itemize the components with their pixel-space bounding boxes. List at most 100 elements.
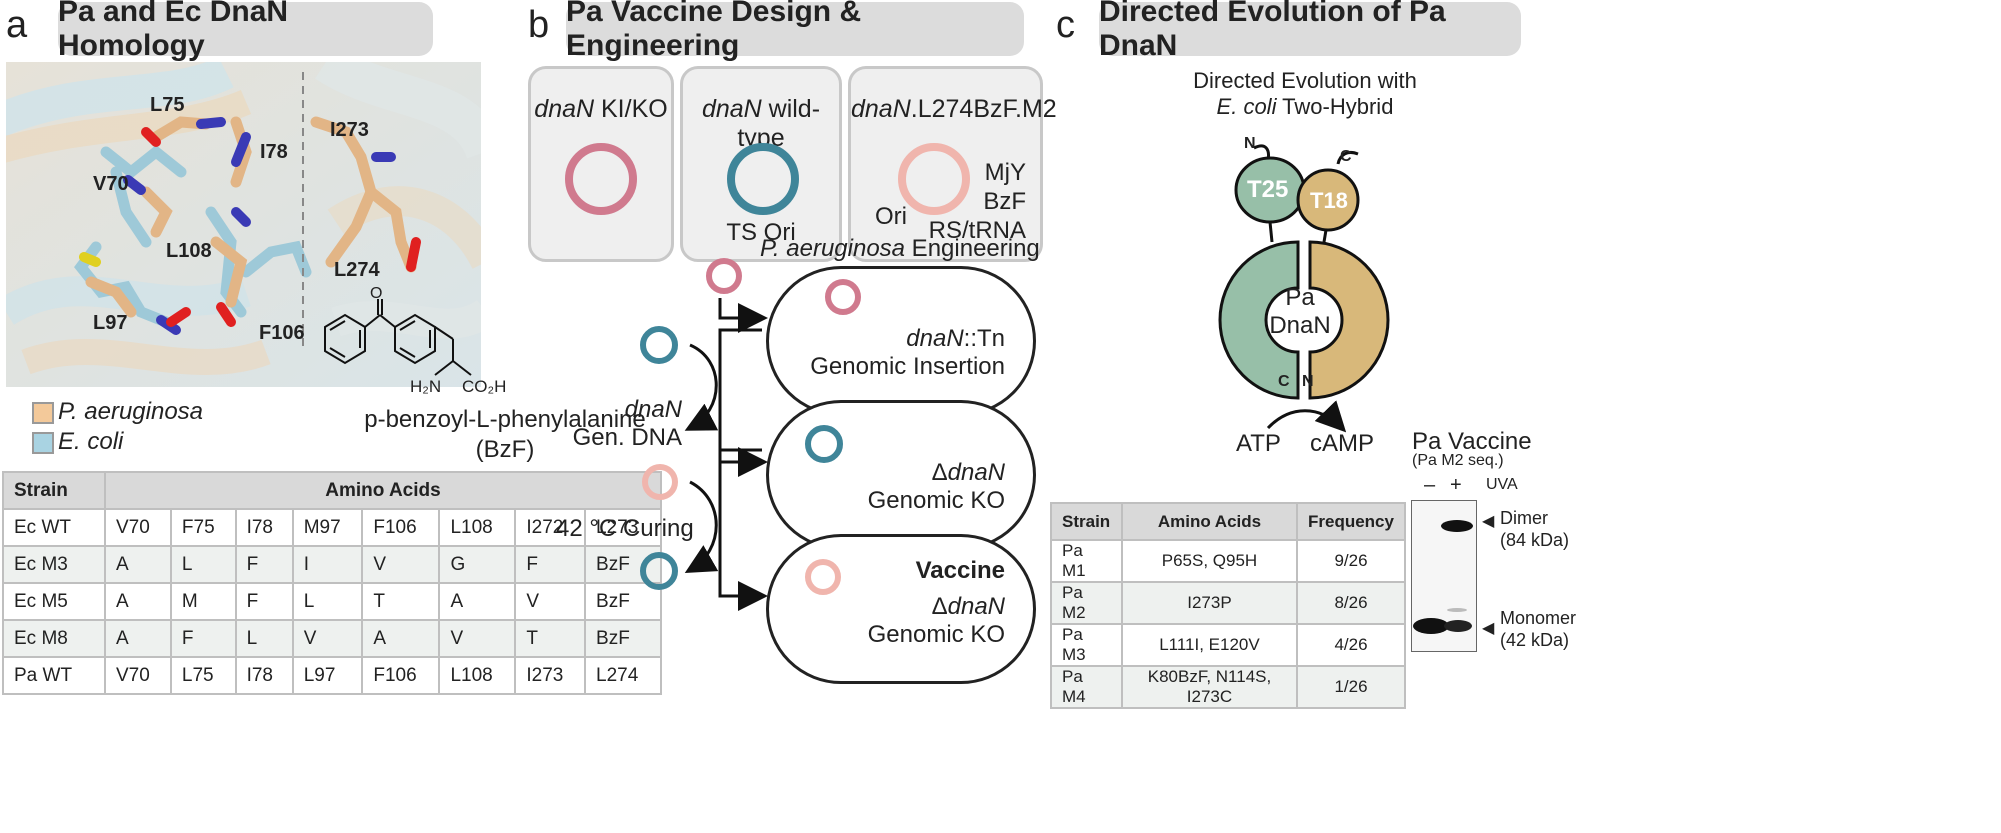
aa-cell: V (438, 619, 517, 658)
aa-cell: I272 (514, 508, 587, 547)
plasmid-mjy-label: RS/tRNA (928, 217, 1026, 244)
n-terminus-label: N (1244, 135, 1256, 152)
aa-cell: V (514, 582, 587, 621)
camp-label: cAMP (1310, 430, 1375, 457)
panel-a-title: Pa and Ec DnaN Homology (58, 0, 433, 62)
center-label: Pa (1285, 284, 1315, 311)
strain-cell: Pa M3 (1050, 623, 1123, 667)
aa-cell: G (438, 545, 517, 584)
dimer-arrow-icon: ◀ (1482, 513, 1495, 530)
bzf-oxygen-label: O (370, 285, 383, 302)
table-header: Amino Acids (104, 471, 662, 510)
plasmid-mjy-label: MjY (984, 159, 1026, 186)
table-row: Pa WT V70 L75 I78 L97 F106 L108 I273 L27… (2, 656, 662, 695)
aa-cell: F (234, 545, 294, 584)
engineering-title-organism: P. aeruginosa (760, 235, 906, 262)
legend-label-pa: P. aeruginosa (58, 398, 204, 425)
table-row: Ec M5 A M F L T A V BzF (2, 582, 662, 621)
residue-label: L108 (166, 240, 212, 262)
aa-cell: A (104, 582, 172, 621)
wild-type-plasmid-icon (640, 552, 678, 590)
plasmid-title: KI/KO (594, 95, 668, 123)
cell-gene-suffix: ::Tn (963, 325, 1005, 352)
legend-swatch-ec (32, 432, 54, 454)
wild-type-plasmid-icon (640, 326, 678, 364)
bzf-structure (305, 285, 505, 405)
monomer-arrow-icon: ◀ (1482, 620, 1495, 637)
cell-description: Genomic KO (867, 487, 1005, 514)
gel-title: Pa Vaccine (1412, 428, 1532, 455)
panel-c-subtitle-2: E. coli Two-Hybrid (1216, 94, 1394, 119)
table-row: Pa M3 L111I, E120V 4/26 (1050, 623, 1406, 667)
n-terminus-label: N (1302, 373, 1314, 390)
aa-cell: A (361, 619, 441, 658)
t25-label: T25 (1247, 176, 1289, 203)
residue-label: I273 (330, 119, 369, 141)
aa-cell: P65S, Q95H (1120, 539, 1299, 583)
delta-symbol: Δ (931, 593, 948, 620)
plasmid-ring-icon (825, 279, 861, 315)
aa-cell: I273P (1120, 581, 1299, 625)
aa-cell: I273 (514, 656, 587, 695)
gel-uva-label: UVA (1486, 476, 1518, 493)
plasmid-mjy-label: BzF (983, 188, 1026, 215)
strain-cell: Ec M3 (2, 545, 106, 584)
curing-label: 42 °C Curing (556, 515, 694, 542)
aa-cell: A (104, 545, 172, 584)
plasmid-title-italic: dnaN (851, 95, 911, 123)
cell-description: Genomic KO (867, 621, 1005, 648)
cell-genomic-ko: ΔdnaN Genomic KO (766, 400, 1036, 550)
c-terminus-label: C (1340, 148, 1352, 165)
aa-cell: I78 (234, 656, 294, 695)
strain-cell: Ec M5 (2, 582, 106, 621)
gel-subtitle: (Pa M2 seq.) (1412, 452, 1504, 469)
panel-c-table: Strain Amino Acids Frequency Pa M1 P65S,… (1050, 502, 1406, 709)
engineering-title-text: Engineering (905, 235, 1040, 262)
aa-cell: F106 (361, 508, 441, 547)
table-row: Pa M4 K80BzF, N114S, I273C 1/26 (1050, 665, 1406, 709)
aa-cell: F106 (361, 656, 441, 695)
aa-cell: A (104, 619, 172, 658)
aa-cell: A (438, 582, 517, 621)
aa-cell: I78 (234, 508, 294, 547)
residue-label: L97 (93, 312, 128, 334)
plasmid-ring-icon (898, 143, 970, 215)
plasmid-box-bzf: dnaN.L274BzF.M2 Ori MjY BzF RS/tRNA (848, 66, 1057, 262)
table-row: Ec M8 A F L V A V T BzF (2, 619, 662, 658)
aa-cell: L108 (438, 508, 517, 547)
aa-cell: L (291, 582, 364, 621)
plasmid-origin-label: Ori (875, 203, 907, 230)
aa-cell: V (291, 619, 364, 658)
panel-c-letter: c (1056, 4, 1075, 46)
cell-genomic-insertion: dnaN::Tn Genomic Insertion (766, 266, 1036, 416)
monomer-label: Monomer (1500, 608, 1577, 628)
aa-cell: F75 (169, 508, 237, 547)
vaccine-label: Vaccine (915, 557, 1005, 584)
bzf-amine-label: H₂N (410, 377, 442, 396)
aa-cell: F (234, 582, 294, 621)
panel-b-title: Pa Vaccine Design & Engineering (566, 0, 1024, 62)
plasmid-box-wild-type: dnaN wild-type TS Ori (680, 66, 842, 262)
aa-cell: F (169, 619, 237, 658)
ki-ko-plasmid-icon (706, 258, 742, 294)
plasmid-box-ki-ko: dnaN KI/KO (528, 66, 674, 262)
aa-cell: I (291, 545, 364, 584)
bzf-carboxyl-label: CO₂H (462, 377, 507, 396)
aa-cell: L (169, 545, 237, 584)
monomer-kda-label: (42 kDa) (1500, 630, 1570, 650)
aa-cell: M (169, 582, 237, 621)
aa-cell: L108 (438, 656, 517, 695)
t18-label: T18 (1310, 188, 1348, 213)
plasmid-ring-icon (805, 425, 843, 463)
cell-gene-label: dnaN (947, 593, 1005, 620)
strain-cell: Ec WT (2, 508, 106, 547)
atp-label: ATP (1236, 430, 1281, 457)
legend-swatch-pa (32, 402, 54, 424)
strain-cell: Pa M1 (1050, 539, 1123, 583)
cell-gene-label: dnaN (947, 459, 1005, 486)
aa-cell: F (514, 545, 587, 584)
protein-structure-image (0, 44, 505, 387)
aa-cell: L75 (169, 656, 237, 695)
residue-label: I78 (260, 141, 288, 163)
table-header: Strain (2, 471, 106, 510)
